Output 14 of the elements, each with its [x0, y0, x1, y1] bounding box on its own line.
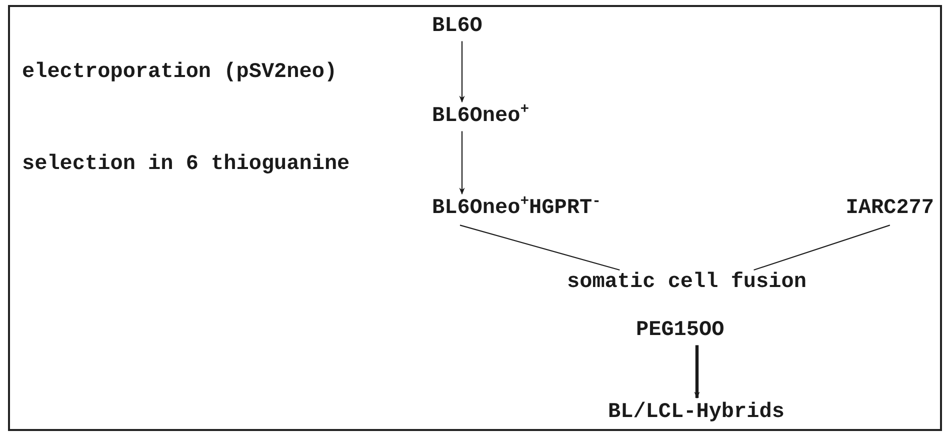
- cell-line-label: BL/LCL-Hybrids: [608, 400, 784, 426]
- arrow: [459, 131, 465, 195]
- step-note: selection in 6 thioguanine: [22, 152, 350, 178]
- arrow: [459, 41, 465, 103]
- connector-line: [460, 224, 620, 271]
- step-note: electroporation (pSV2neo): [22, 60, 338, 86]
- cell-line-label: somatic cell fusion: [567, 270, 806, 296]
- cell-line-label: IARC277: [846, 196, 934, 222]
- arrow: [694, 345, 700, 399]
- cell-line-label: BL6Oneo$^{+}$: [432, 104, 530, 130]
- cell-line-label: BL6O: [432, 14, 482, 40]
- cell-line-label: PEG15OO: [636, 318, 724, 344]
- connector-line: [754, 224, 890, 271]
- cell-line-label: BL6Oneo$^{+}$HGPRT$^{-}$: [432, 196, 601, 222]
